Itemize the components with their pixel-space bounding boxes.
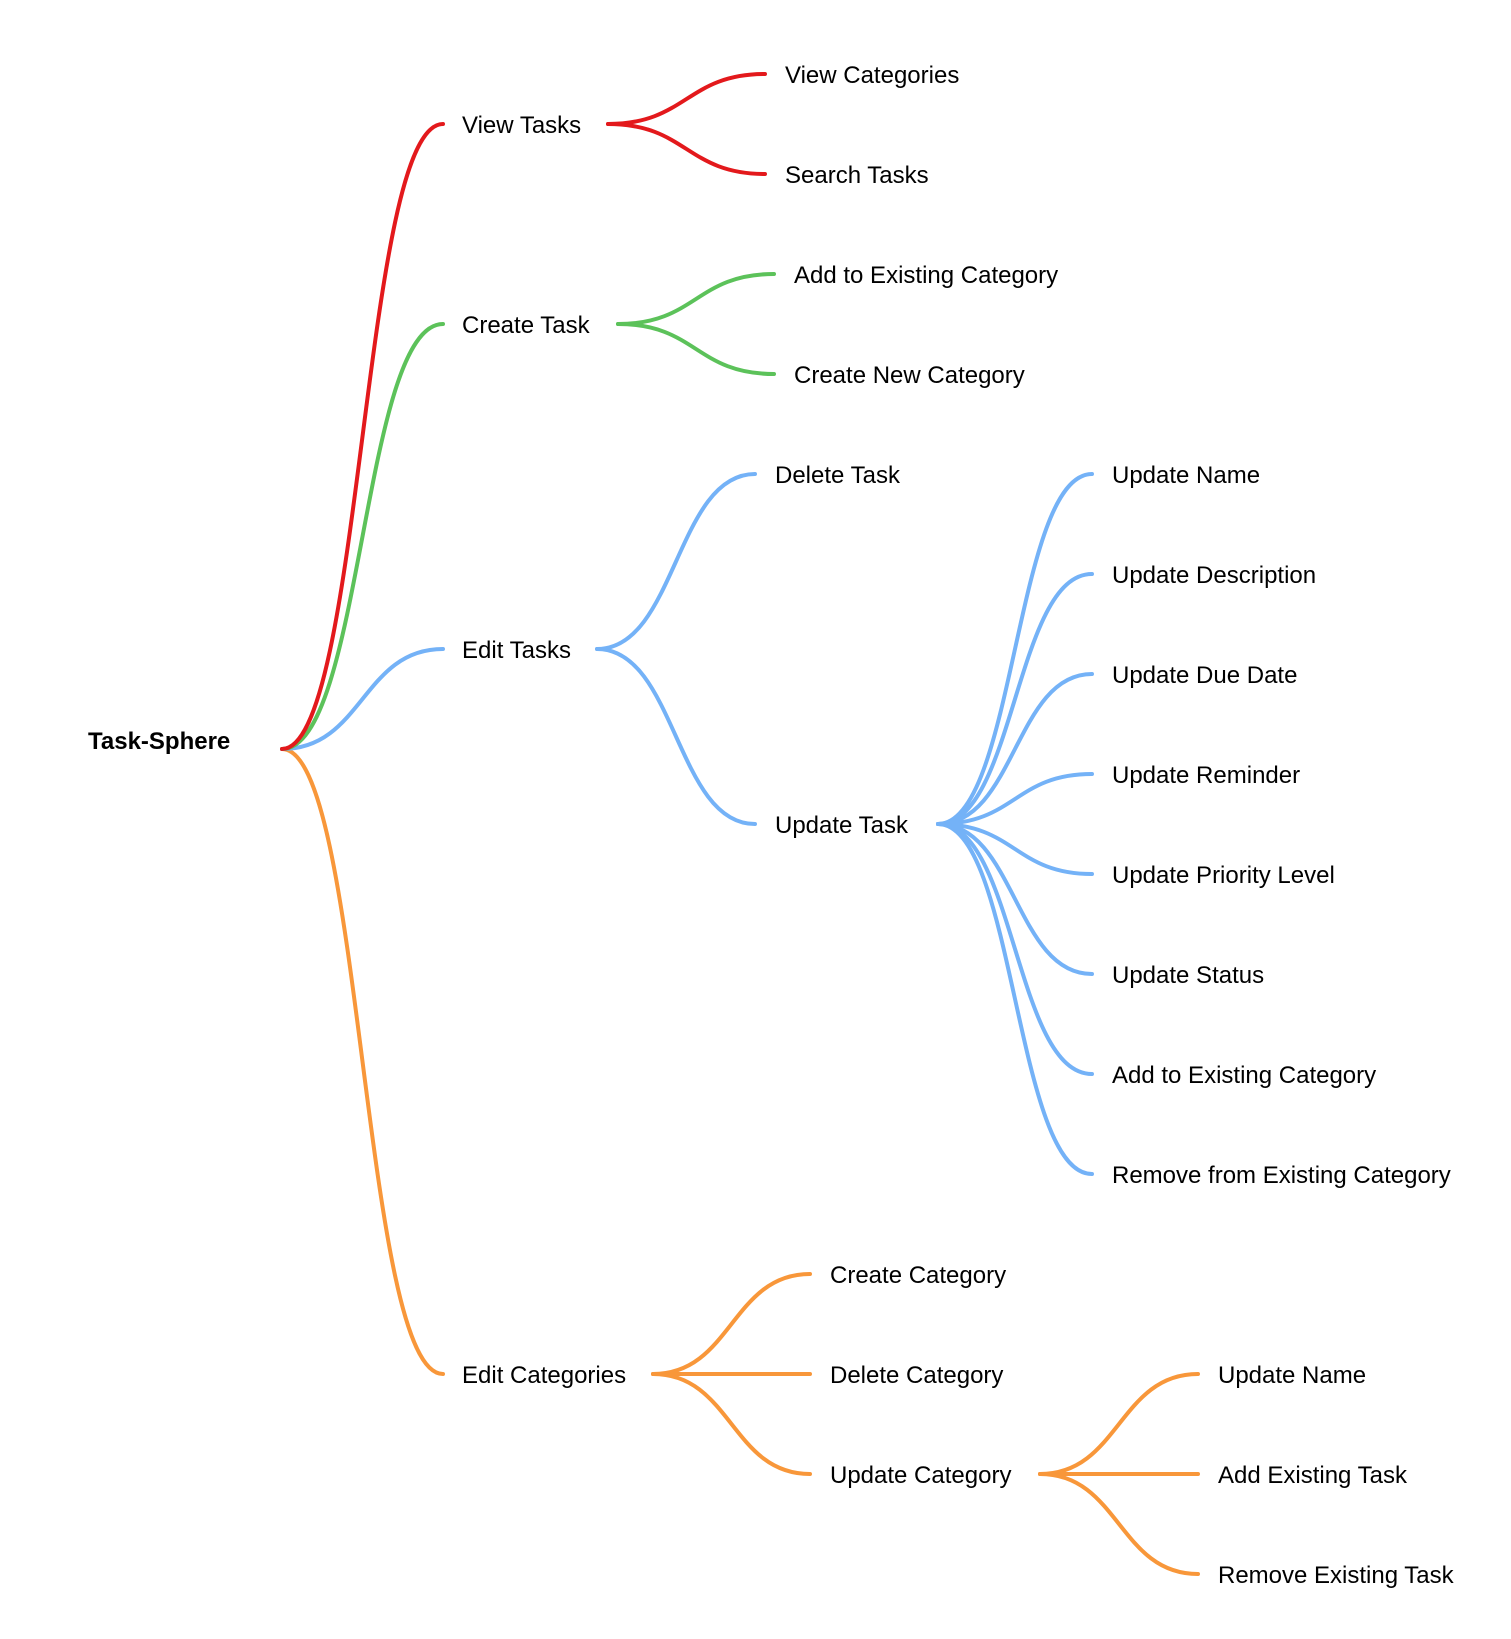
node-search-tasks[interactable]: Search Tasks bbox=[785, 162, 929, 189]
edge-create-task-add-to-existing-category bbox=[616, 272, 776, 326]
node-update-reminder[interactable]: Update Reminder bbox=[1112, 762, 1300, 789]
edge-view-tasks-view-categories bbox=[606, 72, 767, 126]
edge-create-task-create-new-category bbox=[616, 322, 776, 376]
edge-update-task-add-to-existing-category bbox=[936, 822, 1094, 1076]
node-remove-existing-task[interactable]: Remove Existing Task bbox=[1218, 1562, 1455, 1589]
node-category-update-name[interactable]: Update Name bbox=[1218, 1362, 1366, 1389]
edge-edit-tasks-update-task bbox=[595, 647, 757, 826]
node-delete-task[interactable]: Delete Task bbox=[775, 462, 901, 489]
edge-update-task-update-priority-level bbox=[936, 822, 1094, 876]
edge-update-task-update-due-date bbox=[936, 672, 1094, 826]
node-view-categories[interactable]: View Categories bbox=[785, 62, 959, 89]
edge-root-edit-tasks bbox=[280, 647, 445, 751]
node-remove-from-existing-category[interactable]: Remove from Existing Category bbox=[1112, 1162, 1451, 1189]
node-add-to-existing-category[interactable]: Add to Existing Category bbox=[794, 262, 1058, 289]
node-update-due-date[interactable]: Update Due Date bbox=[1112, 662, 1297, 689]
node-edit-tasks[interactable]: Edit Tasks bbox=[462, 637, 571, 664]
edge-update-category-remove-existing-task bbox=[1038, 1472, 1200, 1576]
node-view-tasks[interactable]: View Tasks bbox=[462, 112, 581, 139]
edge-edit-categories-create-category bbox=[651, 1272, 812, 1376]
edge-update-task-update-status bbox=[936, 822, 1094, 976]
node-create-new-category[interactable]: Create New Category bbox=[794, 362, 1025, 389]
edge-edit-categories-update-category bbox=[651, 1372, 812, 1476]
edge-update-task-update-reminder bbox=[936, 772, 1094, 826]
root-node-task-sphere[interactable]: Task-Sphere bbox=[88, 728, 230, 755]
node-delete-category[interactable]: Delete Category bbox=[830, 1362, 1003, 1389]
edge-view-tasks-search-tasks bbox=[606, 122, 767, 176]
node-update-priority-level[interactable]: Update Priority Level bbox=[1112, 862, 1335, 889]
node-update-task[interactable]: Update Task bbox=[775, 812, 909, 839]
edge-update-task-update-description bbox=[936, 572, 1094, 826]
node-update-description[interactable]: Update Description bbox=[1112, 562, 1316, 589]
node-task-add-to-existing-category[interactable]: Add to Existing Category bbox=[1112, 1062, 1376, 1089]
node-update-status[interactable]: Update Status bbox=[1112, 962, 1264, 989]
node-create-category[interactable]: Create Category bbox=[830, 1262, 1006, 1289]
edge-root-view-tasks bbox=[280, 122, 445, 751]
edge-update-task-update-name bbox=[936, 472, 1094, 826]
node-edit-categories[interactable]: Edit Categories bbox=[462, 1362, 626, 1389]
edge-update-category-update-name bbox=[1038, 1372, 1200, 1476]
node-create-task[interactable]: Create Task bbox=[462, 312, 591, 339]
node-add-existing-task[interactable]: Add Existing Task bbox=[1218, 1462, 1408, 1489]
node-update-name[interactable]: Update Name bbox=[1112, 462, 1260, 489]
edge-update-task-remove-from-existing-category bbox=[936, 822, 1094, 1176]
mind-map-edges bbox=[280, 72, 1200, 1576]
edge-root-edit-categories bbox=[280, 747, 445, 1376]
edge-root-create-task bbox=[280, 322, 445, 751]
node-update-category[interactable]: Update Category bbox=[830, 1462, 1011, 1489]
edge-edit-tasks-delete-task bbox=[595, 472, 757, 651]
